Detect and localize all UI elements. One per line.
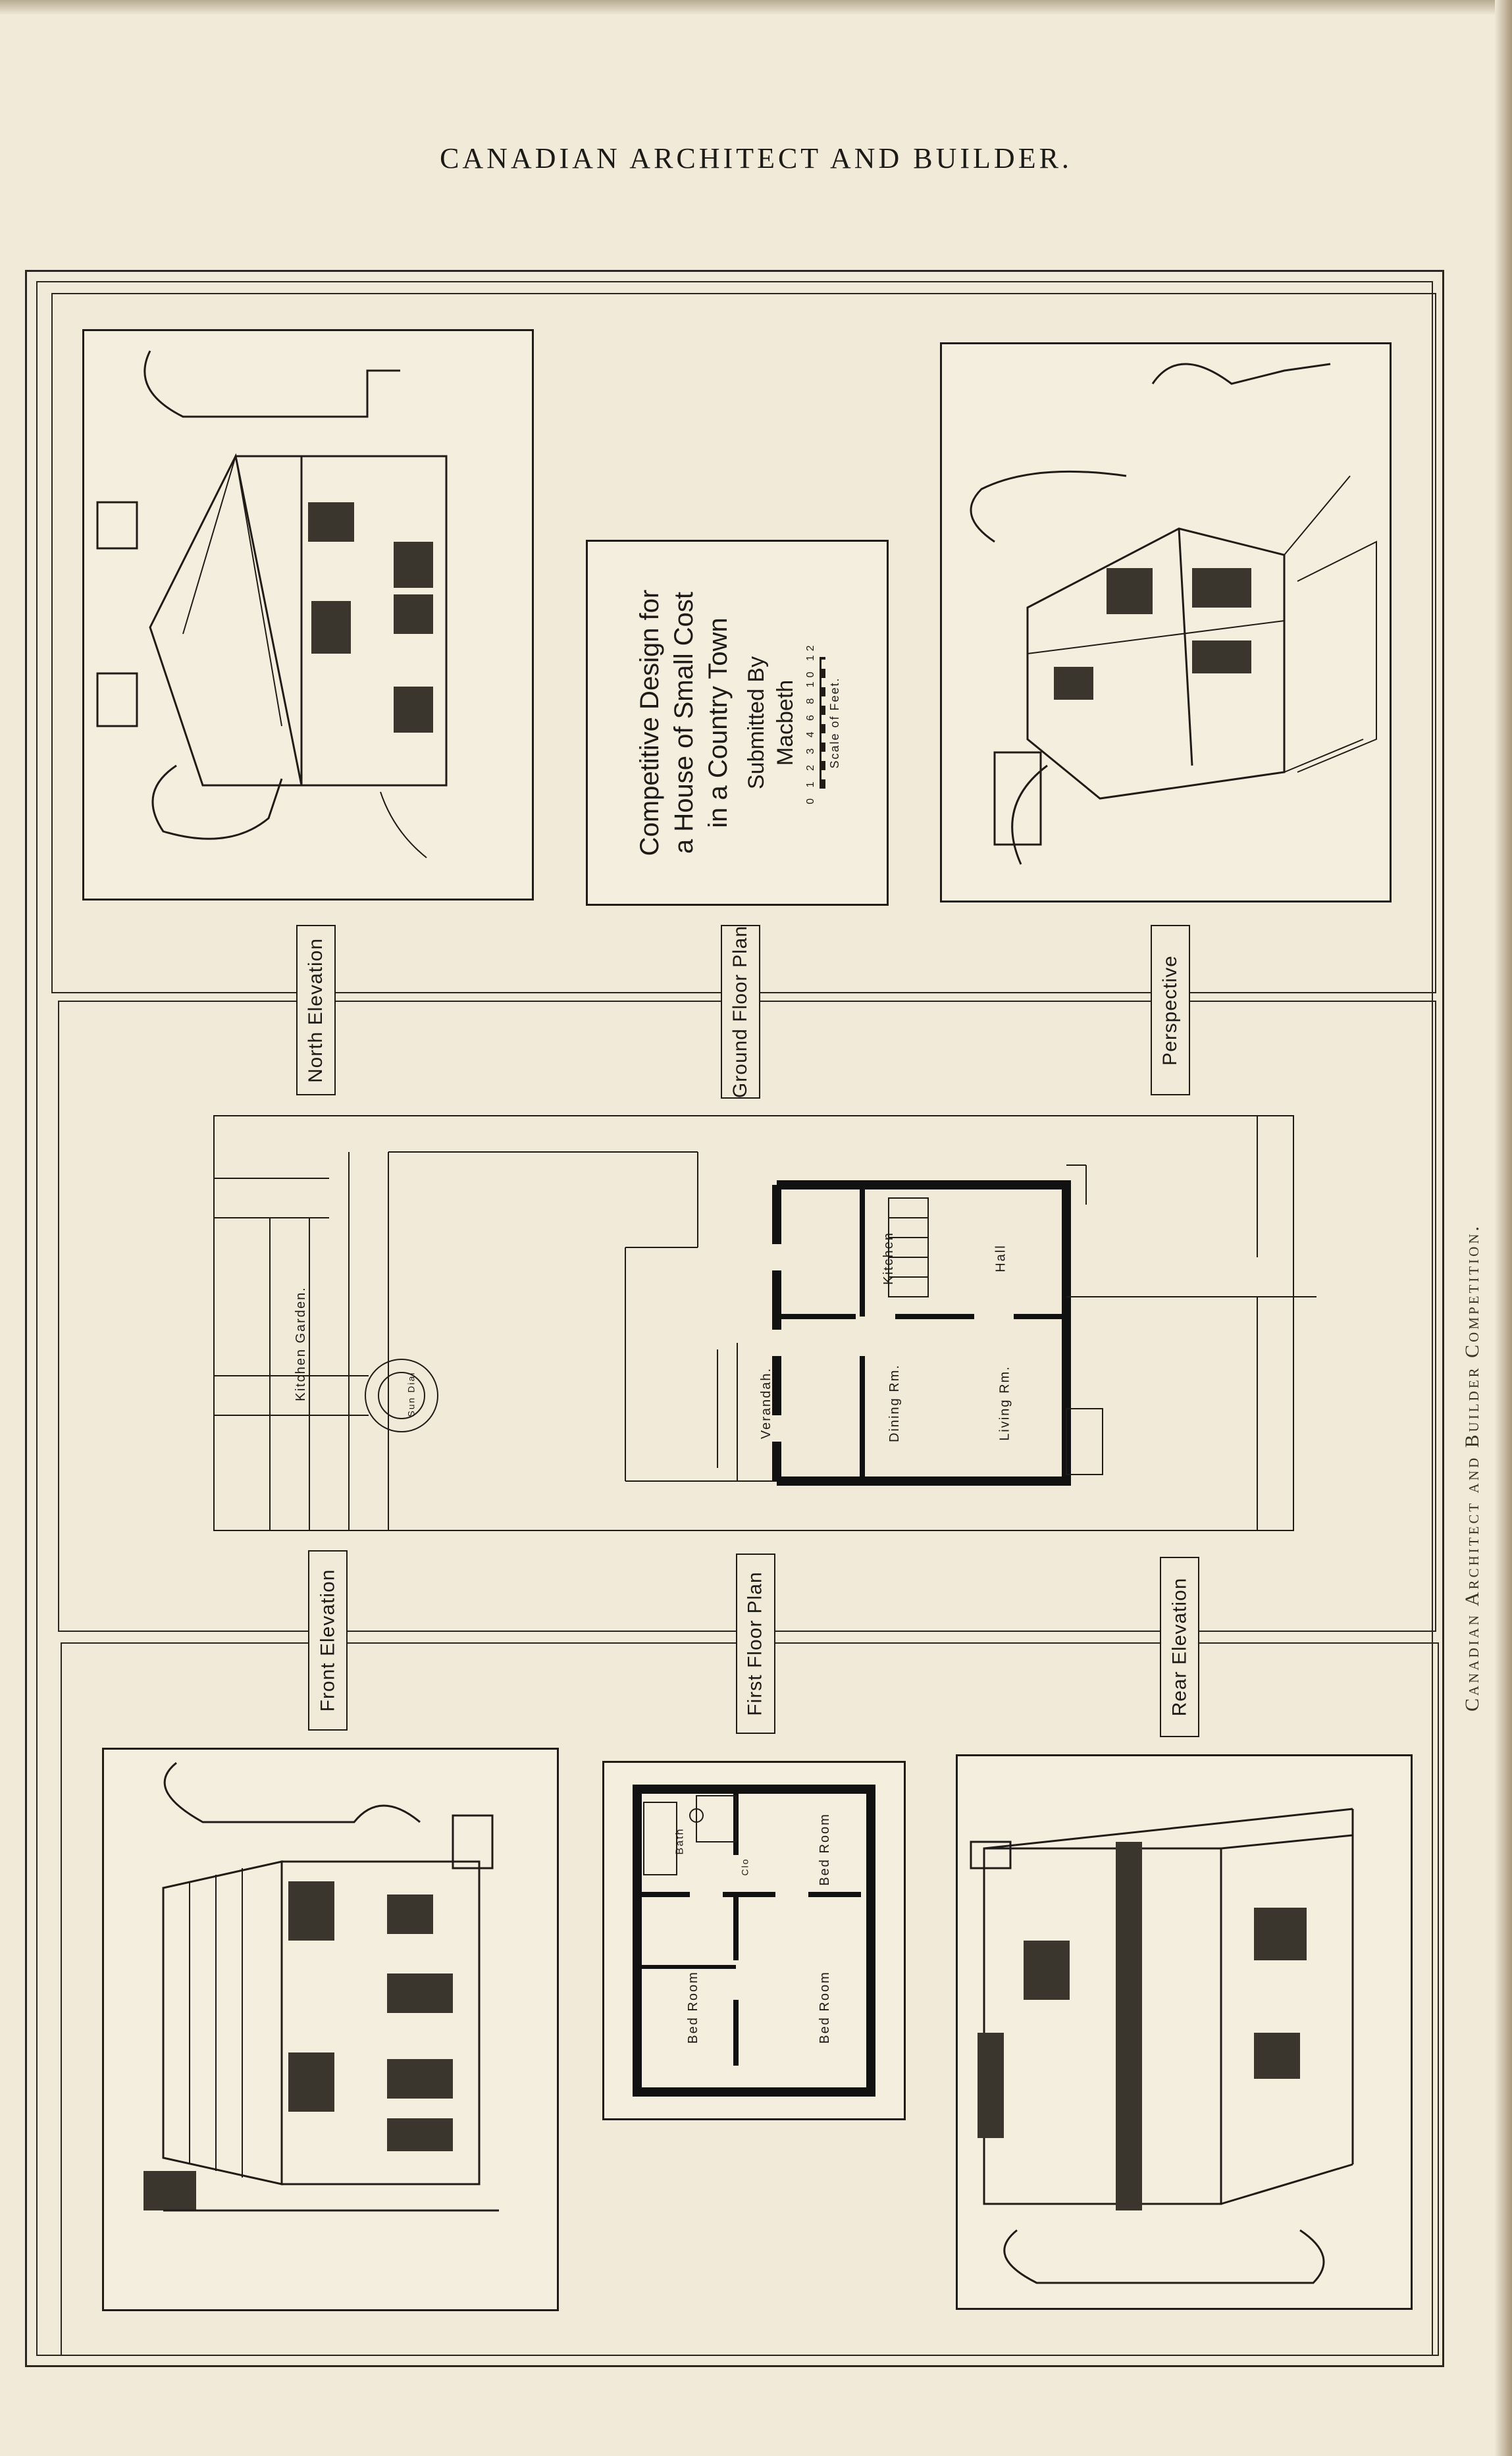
rear-elevation-drawing [956, 1754, 1413, 2310]
perspective-sketch [970, 363, 1377, 865]
submitted-by: Submitted By [744, 656, 769, 790]
scale-numbers: 0 1 2 3 4 6 8 10 12 [805, 641, 816, 804]
dining-room-label: Dining Rm. [887, 1364, 902, 1442]
ground-floor-plan-label: Ground Floor Plan [721, 925, 760, 1099]
north-elevation-sketch [96, 350, 448, 858]
first-floor-plan-label-text: First Floor Plan [744, 1571, 767, 1716]
journal-header: CANADIAN ARCHITECT AND BUILDER. [440, 142, 1072, 174]
north-elevation-drawing [82, 329, 534, 901]
title-line-1: Competitive Design for [635, 589, 664, 856]
title-block: Competitive Design for a House of Small … [633, 552, 842, 894]
page-binding-edge [1495, 0, 1512, 2456]
scale-bar [820, 657, 825, 789]
first-floor-plan-drawing: Bath Bed Room Clo Bed Room Bed Room [602, 1761, 906, 2120]
rear-elevation-sketch [970, 1808, 1354, 2284]
north-elevation-label: North Elevation [296, 925, 336, 1095]
living-room-label: Living Rm. [997, 1365, 1012, 1441]
front-elevation-label-text: Front Elevation [317, 1569, 338, 1712]
sun-dial-label: Sun Dial [405, 1371, 417, 1417]
first-floor-plan-sketch [633, 1785, 875, 2097]
closet-label: Clo [739, 1858, 750, 1876]
ground-floor-plan-drawing [213, 1115, 1316, 1531]
perspective-label-text: Perspective [1159, 954, 1181, 1066]
hall-label: Hall [993, 1244, 1008, 1272]
perspective-drawing [940, 342, 1392, 902]
north-elevation-label-text: North Elevation [305, 937, 327, 1083]
first-floor-plan-label: First Floor Plan [736, 1554, 775, 1734]
scale-label: Scale of Feet. [828, 677, 841, 769]
verandah-label: Verandah. [759, 1367, 774, 1440]
side-caption: Canadian Architect and Builder Competiti… [1461, 1224, 1483, 1711]
title-card: Competitive Design for a House of Small … [586, 540, 889, 906]
perspective-label: Perspective [1151, 925, 1190, 1095]
page-top-edge [0, 0, 1512, 14]
author-name: Macbeth [773, 679, 798, 766]
title-line-3: in a Country Town [704, 617, 733, 828]
bath-label: Bath [674, 1827, 686, 1855]
rear-elevation-label-text: Rear Elevation [1168, 1577, 1190, 1717]
bed-room-3-label: Bed Room [817, 1971, 832, 2044]
kitchen-garden-label: Kitchen Garden. [293, 1286, 308, 1401]
ground-floor-plan-label-text: Ground Floor Plan [729, 925, 752, 1099]
bed-room-2-label: Bed Room [685, 1971, 700, 2044]
title-line-2: a House of Small Cost [669, 592, 698, 854]
rear-elevation-label: Rear Elevation [1160, 1557, 1199, 1737]
ground-floor-plan: Kitchen Garden. Sun Dial Verandah. Dinin… [197, 1099, 1316, 1547]
front-elevation-drawing [102, 1748, 559, 2311]
kitchen-label: Kitchen [881, 1232, 896, 1285]
bed-room-1-label: Bed Room [817, 1813, 832, 1886]
front-elevation-label: Front Elevation [308, 1550, 348, 1731]
front-elevation-sketch [143, 1762, 499, 2212]
